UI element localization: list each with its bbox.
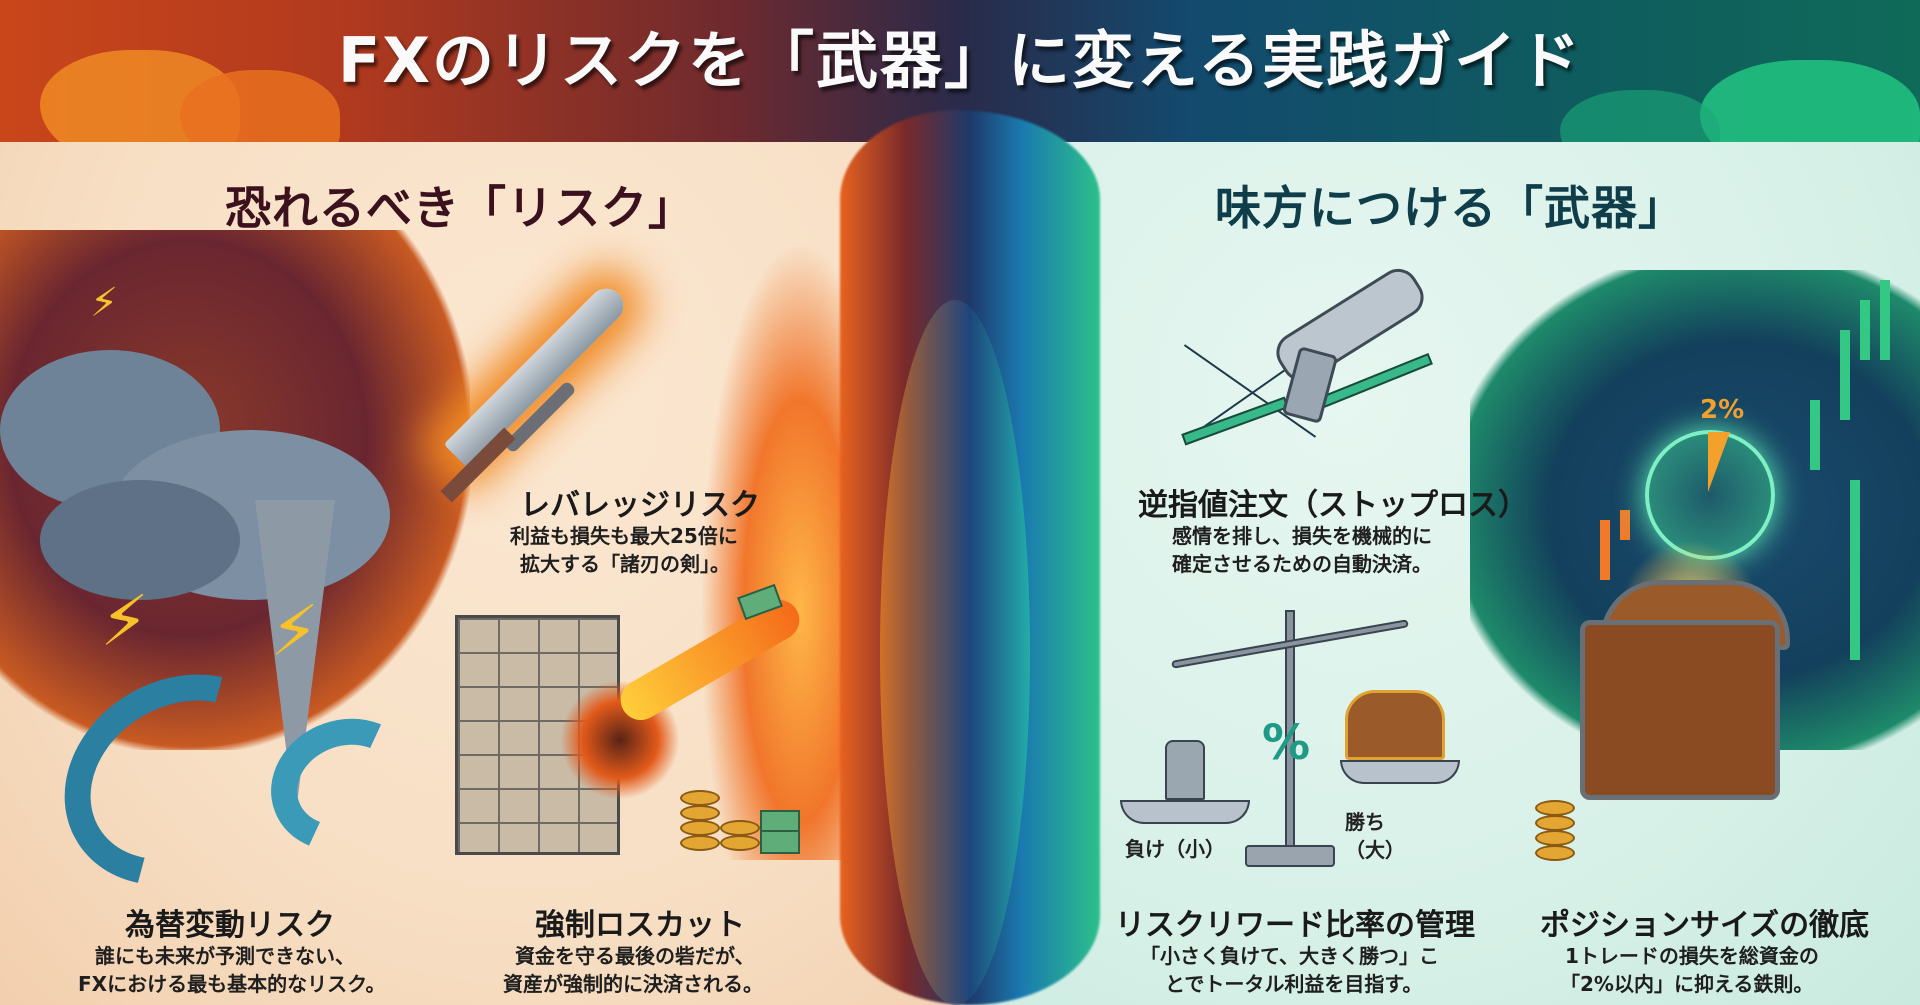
candle-icon	[1600, 520, 1610, 580]
leaf-decoration	[1560, 90, 1720, 142]
coin-icon	[1535, 845, 1575, 861]
lightning-icon: ⚡	[100, 580, 150, 662]
small-chest-icon	[1345, 690, 1445, 760]
forced-losscut-desc-1: 資金を守る最後の砦だが、	[515, 944, 755, 968]
cash-icon	[760, 830, 800, 854]
stop-loss-desc-1: 感情を排し、損失を機械的に	[1172, 524, 1432, 548]
scale-pan-right	[1340, 760, 1460, 784]
stop-loss-title: 逆指値注文（ストップロス）	[1138, 488, 1528, 523]
leverage-risk-title: レバレッジリスク	[520, 488, 760, 523]
coin-icon	[680, 805, 720, 821]
coin-icon	[1535, 800, 1575, 816]
weight-icon	[1165, 740, 1205, 800]
coin-icon	[720, 820, 760, 836]
risk-reward-desc-2: とでトータル利益を目指す。	[1165, 972, 1423, 996]
coin-icon	[720, 835, 760, 851]
lightning-icon: ⚡	[90, 280, 119, 326]
coin-icon	[680, 835, 720, 851]
tornado-icon	[255, 500, 335, 820]
win-label: 勝ち	[1345, 810, 1385, 834]
coin-icon	[680, 790, 720, 806]
win-label-size: （大）	[1345, 838, 1405, 862]
center-divider-overlay	[880, 300, 1030, 1005]
flame-decoration	[180, 70, 340, 142]
treasure-chest-icon	[1580, 620, 1780, 800]
percent-icon: %	[1262, 715, 1311, 771]
coin-icon	[1535, 815, 1575, 831]
two-percent-label: 2%	[1700, 395, 1745, 425]
fx-volatility-risk-desc-1: 誰にも未来が予測できない、	[95, 944, 355, 968]
fx-volatility-risk-title: 為替変動リスク	[125, 908, 335, 943]
leverage-risk-desc-2: 拡大する「諸刃の剣」。	[520, 552, 730, 576]
position-size-title: ポジションサイズの徹底	[1540, 908, 1870, 943]
candle-icon	[1880, 280, 1890, 360]
coin-icon	[1535, 830, 1575, 846]
lose-label: 負け（小）	[1125, 837, 1225, 861]
fx-volatility-risk-desc-2: FXにおける最も基本的なリスク。	[78, 972, 386, 996]
stop-loss-desc-2: 確定させるための自動決済。	[1172, 552, 1432, 576]
page-title: FXのリスクを「武器」に変える実践ガイド	[337, 24, 1583, 97]
scale-base	[1245, 845, 1335, 867]
leaf-decoration	[1700, 60, 1920, 142]
scale-pan-left	[1120, 800, 1250, 824]
candle-icon	[1620, 510, 1630, 540]
risk-reward-title: リスクリワード比率の管理	[1115, 908, 1475, 943]
candle-icon	[1810, 400, 1820, 470]
forced-losscut-desc-2: 資産が強制的に決済される。	[503, 972, 763, 996]
candle-icon	[1860, 300, 1870, 360]
candle-icon	[1850, 480, 1860, 660]
risk-reward-desc-1: 「小さく負けて、大きく勝つ」こ	[1140, 944, 1439, 968]
position-size-desc-2: 「2%以内」に抑える鉄則。	[1560, 972, 1814, 996]
forced-losscut-title: 強制ロスカット	[535, 908, 745, 943]
cloud-icon	[40, 480, 240, 600]
weapon-section-title: 味方につける「武器」	[1215, 181, 1685, 235]
risk-section-title: 恐れるべき「リスク」	[225, 181, 695, 235]
leverage-risk-desc-1: 利益も損失も最大25倍に	[510, 524, 738, 548]
two-percent-slice	[1708, 432, 1730, 492]
lightning-icon: ⚡	[270, 590, 320, 672]
candle-icon	[1840, 330, 1850, 420]
coin-icon	[680, 820, 720, 836]
position-size-desc-1: 1トレードの損失を総資金の	[1565, 944, 1819, 968]
header-banner: FXのリスクを「武器」に変える実践ガイド	[0, 0, 1920, 142]
